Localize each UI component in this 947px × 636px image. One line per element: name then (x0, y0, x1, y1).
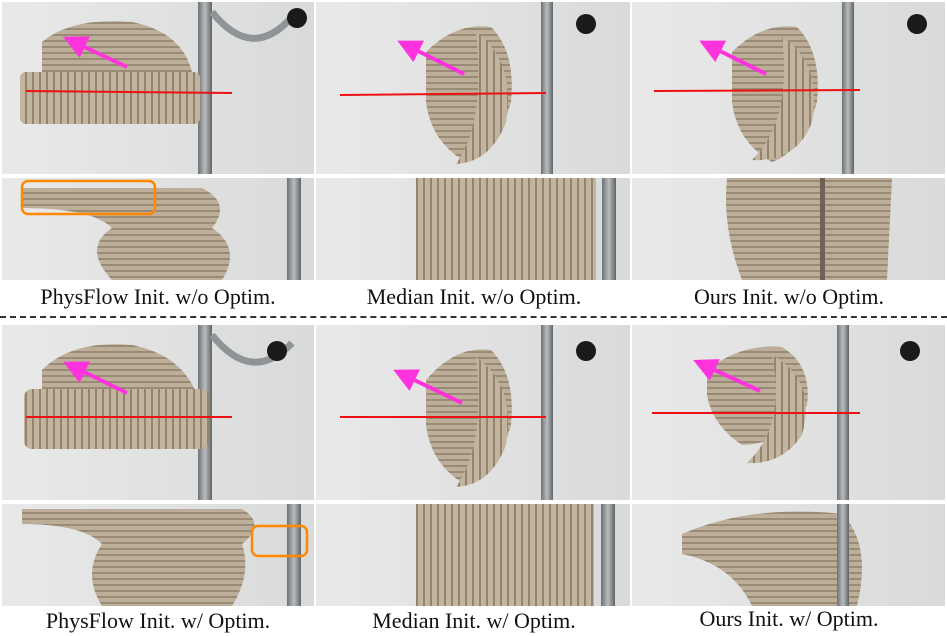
image-physflow-w-optim-top (2, 325, 314, 500)
caption-median-w-optim: Median Init. w/ Optim. (372, 608, 576, 633)
image-physflow-wo-optim-top (2, 2, 314, 174)
image-median-w-optim-slice (316, 504, 630, 606)
caption-ours-wo-optim: Ours Init. w/o Optim. (693, 284, 885, 309)
highlight-box (250, 524, 309, 558)
image-ours-wo-optim-slice (632, 178, 945, 280)
highlight-box (20, 179, 157, 216)
group-divider (0, 316, 947, 318)
caption-physflow-w-optim: PhysFlow Init. w/ Optim. (45, 608, 271, 633)
caption-median-wo-optim: Median Init. w/o Optim. (366, 284, 582, 309)
image-ours-w-optim-slice (632, 504, 945, 606)
image-physflow-wo-optim-slice (2, 178, 314, 280)
image-ours-w-optim-top (632, 325, 945, 500)
image-median-wo-optim-top (316, 2, 630, 174)
image-median-w-optim-top (316, 325, 630, 500)
image-median-wo-optim-slice (316, 178, 630, 280)
image-physflow-w-optim-slice (2, 504, 314, 606)
caption-physflow-wo-optim: PhysFlow Init. w/o Optim. (40, 284, 276, 309)
caption-ours-w-optim: Ours Init. w/ Optim. (699, 606, 879, 631)
image-ours-wo-optim-top (632, 2, 945, 174)
